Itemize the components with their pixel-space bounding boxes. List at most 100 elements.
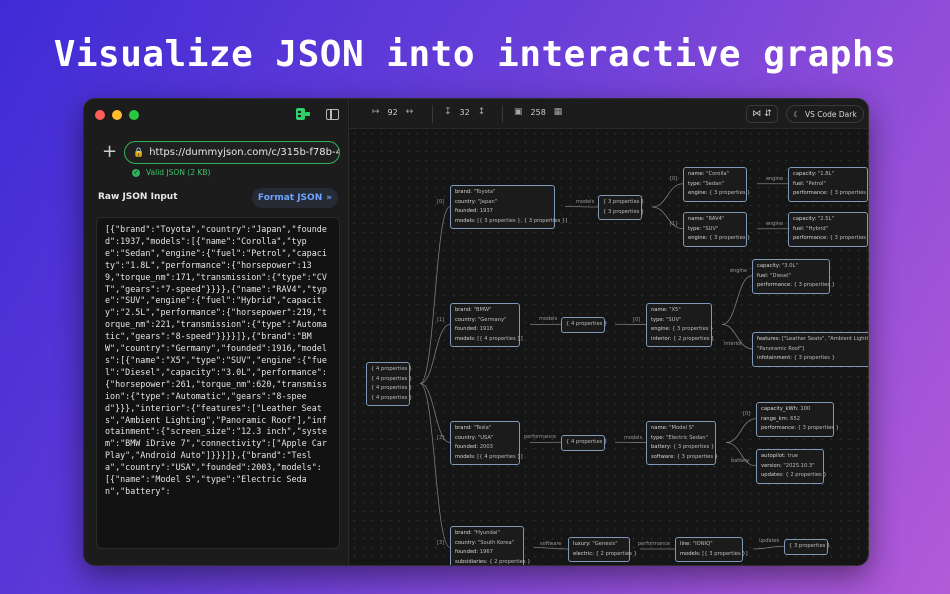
node-key: founded: bbox=[455, 549, 480, 555]
graph-edge bbox=[651, 183, 684, 208]
theme-selector-button[interactable]: ☾ VS Code Dark bbox=[786, 105, 864, 123]
vertical-spacing-control[interactable]: ↧ 32 ↕ bbox=[444, 107, 485, 117]
graph-node-corolla-engine[interactable]: capacity: "1.8L"fuel: "Petrol"performanc… bbox=[788, 167, 868, 202]
toolbar-divider bbox=[432, 105, 433, 123]
node-row: engine: { 3 properties } bbox=[688, 189, 750, 199]
node-row: { 4 properties } bbox=[371, 394, 412, 404]
node-key: engine: bbox=[688, 235, 710, 241]
node-key: brand: bbox=[455, 307, 474, 313]
close-window-button[interactable] bbox=[95, 110, 105, 120]
node-value: { 4 properties } bbox=[371, 375, 413, 382]
node-key: capacity: bbox=[793, 171, 818, 177]
graph-node-x5-interior[interactable]: features: ["Leather Seats", "Ambient Lig… bbox=[752, 332, 868, 367]
node-value: { 3 properties } bbox=[709, 190, 751, 196]
add-source-button[interactable]: + bbox=[102, 141, 118, 162]
node-row: interior: { 2 properties } bbox=[651, 335, 714, 345]
graph-node-tesla-models[interactable]: { 4 properties } bbox=[561, 435, 607, 451]
edge-label: [0] bbox=[437, 198, 445, 205]
compress-vertical-icon: ↧ bbox=[444, 107, 452, 117]
app-window: + 🔒 https://dummyjson.com/c/315b-f78b-4b… bbox=[83, 98, 869, 566]
json-textarea[interactable]: [{"brand":"Toyota","country":"Japan","fo… bbox=[96, 217, 340, 549]
graph-node-root[interactable]: { 4 properties }{ 4 properties }{ 4 prop… bbox=[366, 362, 413, 406]
graph-node-toyota-models[interactable]: { 3 properties }{ 3 properties } bbox=[598, 195, 645, 220]
node-row: name: "Corolla" bbox=[688, 170, 742, 180]
node-key: features: bbox=[757, 336, 782, 342]
node-key: range_km: bbox=[761, 415, 791, 422]
node-value: [{ 4 properties }] bbox=[477, 335, 523, 342]
format-json-button[interactable]: Format JSON » bbox=[252, 188, 338, 208]
node-row: software: { 3 properties } bbox=[651, 453, 718, 463]
node-value: [{ 3 properties }] bbox=[702, 550, 748, 557]
image-size-control[interactable]: ▣ 258 ▦ bbox=[514, 107, 562, 117]
graph-canvas[interactable]: { 4 properties }{ 4 properties }{ 4 prop… bbox=[350, 129, 868, 565]
graph-node-toyota[interactable]: brand: "Toyota"country: "Japan"founded: … bbox=[450, 185, 567, 229]
node-value: { 3 properties } bbox=[793, 355, 835, 361]
node-key: country: bbox=[455, 434, 478, 441]
node-row: updates: { 2 properties } bbox=[761, 471, 827, 481]
graph-node-subs[interactable]: luxury: "Genesis"electric: { 2 propertie… bbox=[568, 537, 637, 562]
edge-label: [0] bbox=[743, 410, 751, 417]
node-key: name: bbox=[688, 216, 707, 222]
graph-node-bmw[interactable]: brand: "BMW"country: "Germany"founded: 1… bbox=[450, 303, 523, 347]
node-row: electric: { 2 properties } bbox=[573, 550, 637, 560]
edge-label: updates bbox=[759, 538, 780, 545]
node-row: capacity: "1.8L" bbox=[793, 170, 863, 180]
url-input[interactable]: 🔒 https://dummyjson.com/c/315b-f78b-4b7f… bbox=[124, 141, 340, 164]
graph-node-ioniq-models[interactable]: { 3 properties } bbox=[784, 539, 830, 555]
node-value: "Electric Sedan" bbox=[666, 434, 708, 441]
node-value: { 3 properties } bbox=[797, 425, 839, 431]
graph-edge bbox=[721, 275, 753, 325]
node-value: "Japan" bbox=[477, 198, 498, 205]
node-key: performance: bbox=[793, 235, 830, 241]
graph-node-models[interactable]: name: "Model S"type: "Electric Sedan"bat… bbox=[646, 421, 718, 465]
validation-status: ✓ Valid JSON (2 KB) bbox=[132, 168, 210, 177]
node-value: { 4 properties } bbox=[566, 321, 608, 327]
node-row: brand: "Tesla" bbox=[455, 424, 515, 434]
valid-json-label: Valid JSON (2 KB) bbox=[146, 168, 211, 177]
node-value: "Panoramic Roof"] bbox=[757, 345, 805, 352]
minimize-window-button[interactable] bbox=[112, 110, 122, 120]
edge-label: software bbox=[540, 541, 562, 547]
node-row: luxury: "Genesis" bbox=[573, 540, 625, 550]
layout-direction-button[interactable]: ⋈ ⇵ bbox=[746, 105, 778, 123]
node-key: fuel: bbox=[793, 180, 807, 187]
node-row: founded: 1967 bbox=[455, 548, 519, 558]
node-value: "3.0L" bbox=[781, 263, 798, 269]
node-row: capacity: "3.0L" bbox=[757, 262, 825, 272]
edge-label: engine bbox=[730, 267, 748, 274]
graph-node-corolla[interactable]: name: "Corolla"type: "Sedan"engine: { 3 … bbox=[683, 167, 750, 202]
edge-label: models bbox=[539, 316, 558, 323]
graph-node-bmw-models[interactable]: { 4 properties } bbox=[561, 317, 608, 333]
graph-edge bbox=[533, 547, 569, 550]
node-value: "RAV4" bbox=[706, 216, 725, 222]
node-row: performance: { 3 properties } bbox=[793, 234, 868, 244]
edge-label: [2] bbox=[437, 434, 445, 441]
node-value: { 2 properties } bbox=[785, 472, 827, 478]
raw-json-label: Raw JSON Input bbox=[98, 192, 178, 202]
node-row: { 3 properties } bbox=[789, 542, 830, 552]
node-key: electric: bbox=[573, 550, 596, 557]
graph-node-ioniq[interactable]: line: "IONIQ"models: [{ 3 properties }] bbox=[675, 537, 748, 562]
node-value: { 3 properties } bbox=[829, 190, 869, 196]
node-value: { 3 properties } bbox=[672, 444, 715, 450]
graph-toolbar: ↦ 92 ↔ ↧ 32 ↕ ▣ 258 ▦ ⋈ ⇵ ☾ VS Cod bbox=[350, 99, 868, 129]
graph-node-tesla[interactable]: brand: "Tesla"country: "USA"founded: 200… bbox=[450, 421, 523, 465]
node-row: country: "Japan" bbox=[455, 198, 550, 208]
graph-node-x5[interactable]: name: "X5"type: "SUV"engine: { 3 propert… bbox=[646, 303, 714, 347]
horizontal-spacing-control[interactable]: ↦ 92 ↔ bbox=[372, 107, 413, 117]
node-row: { 4 properties } bbox=[371, 365, 412, 375]
node-row: capacity: "2.5L" bbox=[793, 215, 863, 225]
node-value: { 3 properties } bbox=[603, 199, 645, 205]
node-value: { 3 properties } bbox=[793, 282, 835, 288]
node-value: "South Korea" bbox=[477, 539, 515, 546]
sidebar-toggle-icon[interactable] bbox=[326, 108, 339, 120]
graph-node-x5-engine[interactable]: capacity: "3.0L"fuel: "Diesel"performanc… bbox=[752, 259, 835, 294]
zoom-window-button[interactable] bbox=[129, 110, 139, 120]
node-row: brand: "Toyota" bbox=[455, 188, 550, 198]
graph-node-rav4-engine[interactable]: capacity: "2.5L"fuel: "Hybrid"performanc… bbox=[788, 212, 868, 247]
graph-node-hyundai[interactable]: brand: "Hyundai"country: "South Korea"fo… bbox=[450, 526, 531, 565]
node-value: "Diesel" bbox=[770, 272, 791, 279]
graph-node-rav4[interactable]: name: "RAV4"type: "SUV"engine: { 3 prope… bbox=[683, 212, 750, 247]
